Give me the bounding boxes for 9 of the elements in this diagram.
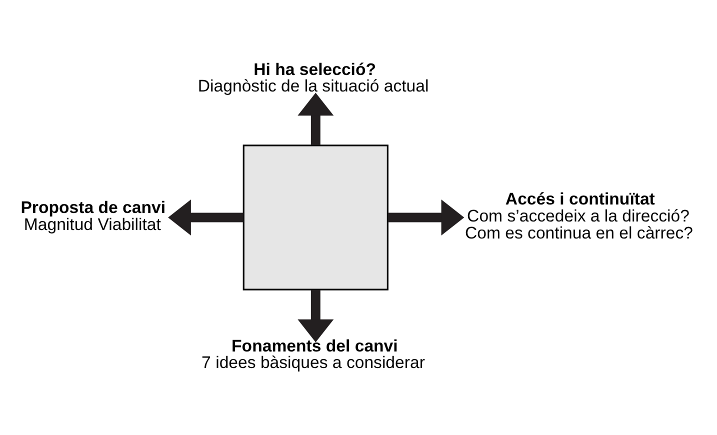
arrow xyxy=(388,199,464,236)
arrow xyxy=(168,199,244,236)
node-box xyxy=(242,144,388,290)
node-text: Proposta de canvi Magnitud Viabilitat xyxy=(20,198,166,234)
node-text: Hi ha selecció? Diagnòstic de la situació actual xyxy=(198,60,429,96)
arrow xyxy=(298,290,334,342)
arrow xyxy=(298,92,334,146)
node-text: Accés i continuïtat Com s’accedeix a la direcció? Com es continua en el càrrec? xyxy=(464,190,693,242)
node-text: Fonaments del canvi 7 idees bàsiques a considerar xyxy=(202,336,425,372)
